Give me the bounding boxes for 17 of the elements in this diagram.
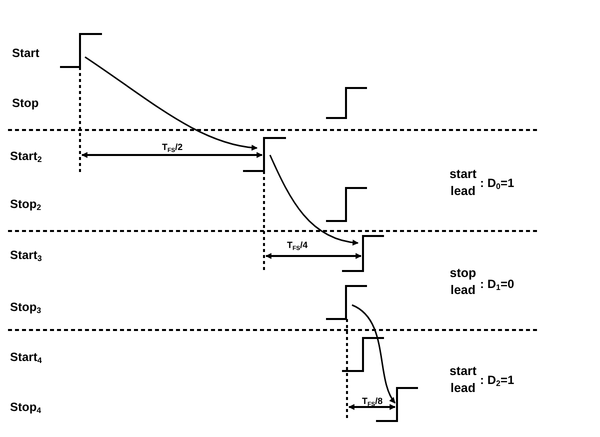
lead-label: start lead: [448, 363, 478, 397]
result-label: : D$_{1}$=0: [480, 276, 514, 292]
result-label: : D$_{2}$=1: [480, 372, 514, 388]
signal-label: Stop$_{4}$: [10, 399, 42, 415]
dimension-label: T$_{FS}$/4: [287, 240, 308, 251]
signal-label: Stop$_{2}$: [10, 196, 42, 212]
lead-label: start lead: [448, 166, 478, 200]
signal-label: Start$_{3}$: [10, 247, 42, 263]
dimension-label: T$_{FS}$/8: [362, 396, 383, 407]
signal-label: Start$_{4}$: [10, 349, 42, 365]
signal-label: Start$_{2}$: [10, 148, 42, 164]
result-label: : D$_{0}$=1: [480, 175, 514, 191]
signal-label: Stop: [12, 95, 39, 111]
signal-label: Start: [12, 45, 40, 61]
signal-label: Stop$_{3}$: [10, 299, 42, 315]
lead-label: stop lead: [448, 265, 478, 299]
dimension-label: T$_{FS}$/2: [162, 142, 183, 153]
